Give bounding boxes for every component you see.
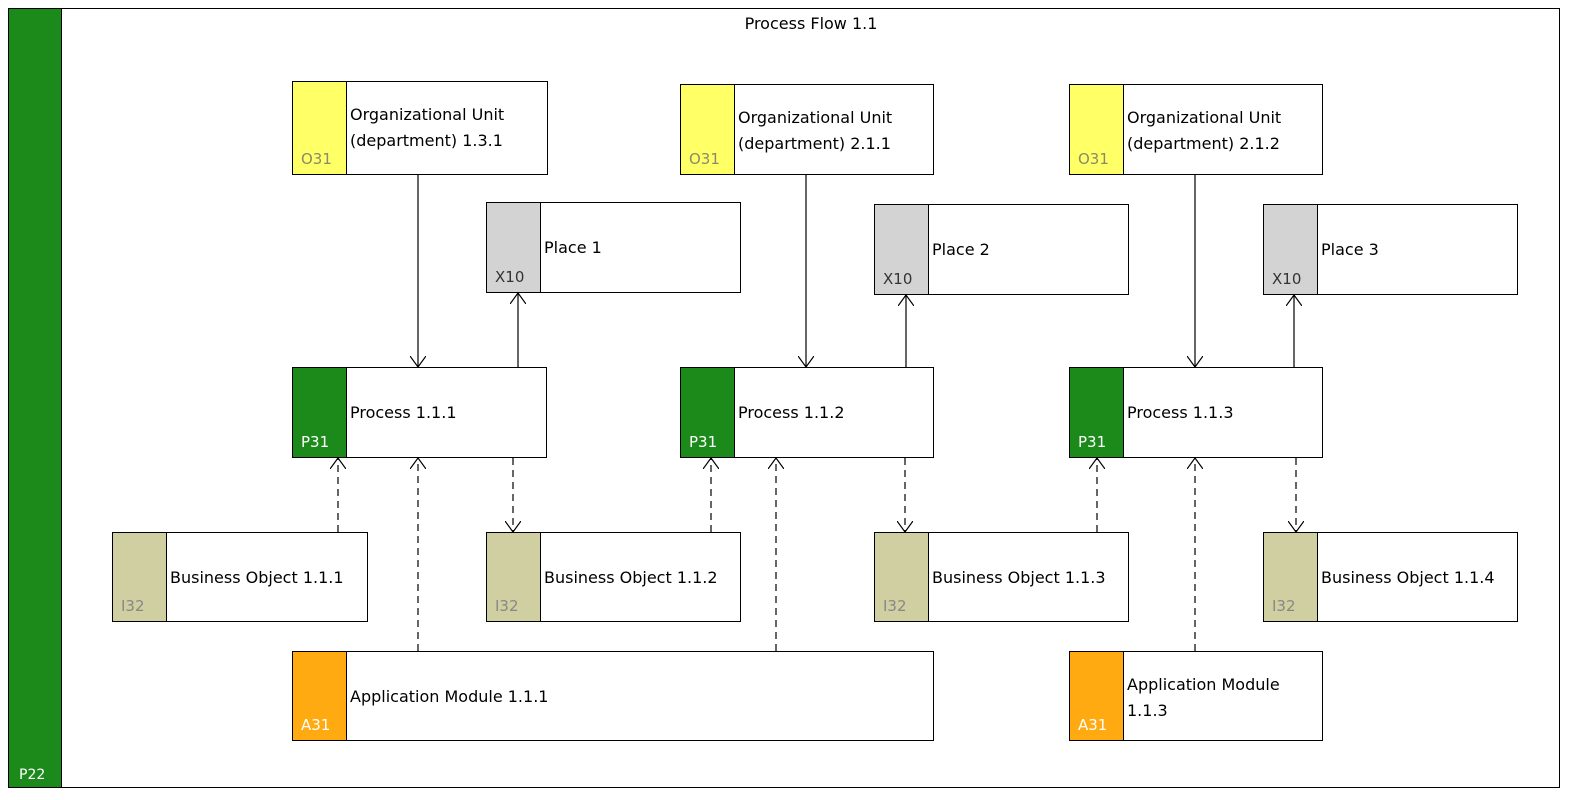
- org-unit-node-3[interactable]: O31 Organizational Unit (department) 2.1…: [1069, 84, 1323, 175]
- business-object-node-3[interactable]: I32 Business Object 1.1.3: [874, 532, 1129, 622]
- node-type-code: O31: [301, 150, 332, 168]
- node-label: Business Object 1.1.2: [544, 568, 718, 587]
- org-unit-node-1[interactable]: O31 Organizational Unit (department) 1.3…: [292, 81, 548, 175]
- business-object-icon: [1264, 533, 1318, 621]
- place-node-1[interactable]: X10 Place 1: [486, 202, 741, 293]
- business-object-icon: [487, 533, 541, 621]
- node-type-code: P31: [301, 433, 330, 451]
- process-icon: [681, 368, 735, 457]
- node-label: Organizational Unit (department) 1.3.1: [350, 105, 505, 150]
- org-unit-node-2[interactable]: O31 Organizational Unit (department) 2.1…: [680, 84, 934, 175]
- node-label: Place 3: [1321, 240, 1379, 259]
- node-label: Organizational Unit (department) 2.1.2: [1127, 108, 1282, 153]
- node-type-code: A31: [301, 716, 331, 734]
- node-label: Process 1.1.1: [350, 403, 457, 422]
- process-node-1[interactable]: P31 Process 1.1.1: [292, 367, 547, 458]
- node-type-code: X10: [495, 268, 525, 286]
- business-object-icon: [113, 533, 167, 621]
- application-node-2[interactable]: A31 Application Module 1.1.3: [1069, 651, 1323, 741]
- node-type-code: I32: [1272, 597, 1296, 615]
- node-label: Business Object 1.1.1: [170, 568, 344, 587]
- business-object-icon: [875, 533, 929, 621]
- node-label: Organizational Unit (department) 2.1.1: [738, 108, 893, 153]
- org-unit-icon: [681, 85, 735, 174]
- application-icon: [293, 652, 347, 740]
- place-icon: [875, 205, 929, 294]
- node-type-code: I32: [883, 597, 907, 615]
- node-label: Place 2: [932, 240, 990, 259]
- place-node-2[interactable]: X10 Place 2: [874, 204, 1129, 295]
- place-icon: [1264, 205, 1318, 294]
- process-container-bar: P22: [8, 8, 62, 788]
- application-icon: [1070, 652, 1124, 740]
- business-object-node-1[interactable]: I32 Business Object 1.1.1: [112, 532, 368, 622]
- node-label: Application Module 1.1.3: [1127, 675, 1280, 720]
- node-type-code: I32: [495, 597, 519, 615]
- org-unit-icon: [1070, 85, 1124, 174]
- node-type-code: I32: [121, 597, 145, 615]
- node-type-code: A31: [1078, 716, 1108, 734]
- business-object-node-4[interactable]: I32 Business Object 1.1.4: [1263, 532, 1518, 622]
- node-type-code: O31: [689, 150, 720, 168]
- application-node-1[interactable]: A31 Application Module 1.1.1: [292, 651, 934, 741]
- container-code: P22: [19, 767, 46, 783]
- node-type-code: P31: [689, 433, 718, 451]
- process-icon: [1070, 368, 1124, 457]
- business-object-node-2[interactable]: I32 Business Object 1.1.2: [486, 532, 741, 622]
- place-node-3[interactable]: X10 Place 3: [1263, 204, 1518, 295]
- process-node-2[interactable]: P31 Process 1.1.2: [680, 367, 934, 458]
- node-label: Process 1.1.2: [738, 403, 845, 422]
- process-icon: [293, 368, 347, 457]
- node-type-code: P31: [1078, 433, 1107, 451]
- node-label: Place 1: [544, 238, 602, 257]
- node-type-code: X10: [883, 270, 913, 288]
- node-label: Business Object 1.1.3: [932, 568, 1106, 587]
- node-label: Process 1.1.3: [1127, 403, 1234, 422]
- org-unit-icon: [293, 82, 347, 174]
- place-icon: [487, 203, 541, 292]
- node-label: Application Module 1.1.1: [350, 687, 549, 706]
- node-type-code: O31: [1078, 150, 1109, 168]
- diagram-title: Process Flow 1.1: [744, 14, 878, 33]
- process-node-3[interactable]: P31 Process 1.1.3: [1069, 367, 1323, 458]
- node-label: Business Object 1.1.4: [1321, 568, 1495, 587]
- node-type-code: X10: [1272, 270, 1302, 288]
